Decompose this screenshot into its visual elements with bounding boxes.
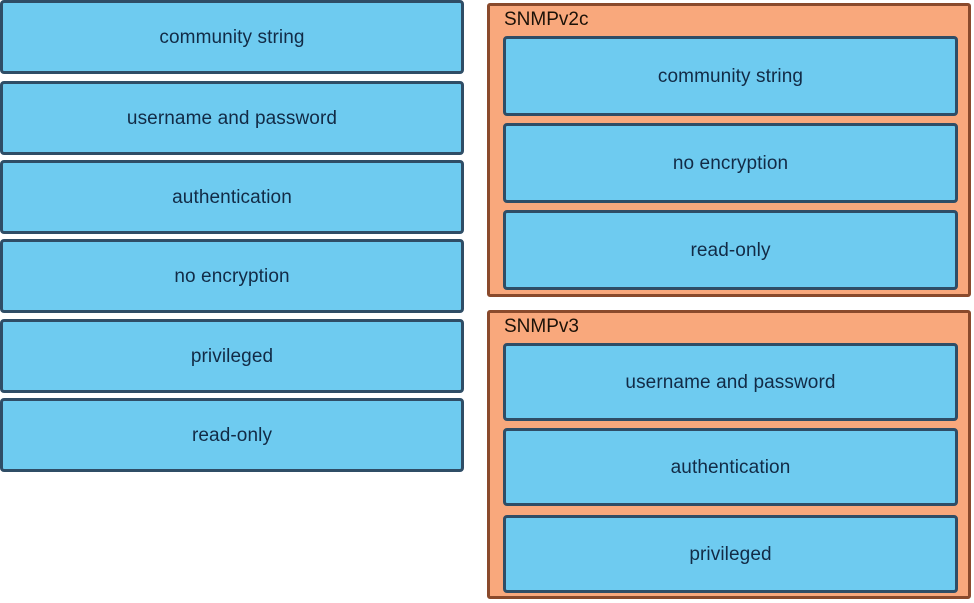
drop-group-title: SNMPv2c [504,9,589,30]
group-tile-no-encryption[interactable]: no encryption [503,123,958,203]
drop-group-snmpv2c[interactable]: SNMPv2c community string no encryption r… [487,3,971,297]
group-tile-read-only[interactable]: read-only [503,210,958,290]
group-tile-label: privileged [689,543,772,565]
pool-tile-username-and-password[interactable]: username and password [0,81,464,155]
group-tile-username-and-password[interactable]: username and password [503,343,958,421]
pool-tile-no-encryption[interactable]: no encryption [0,239,464,313]
group-tile-authentication[interactable]: authentication [503,428,958,506]
pool-tile-authentication[interactable]: authentication [0,160,464,234]
pool-tile-community-string[interactable]: community string [0,0,464,74]
pool-tile-label: no encryption [174,265,290,287]
group-tile-community-string[interactable]: community string [503,36,958,116]
group-tile-privileged[interactable]: privileged [503,515,958,593]
group-tile-label: read-only [690,239,771,261]
drop-group-title: SNMPv3 [504,316,579,337]
pool-tile-privileged[interactable]: privileged [0,319,464,393]
pool-tile-label: read-only [191,424,273,446]
pool-tile-label: authentication [172,186,292,208]
pool-tile-label: username and password [126,107,338,129]
group-tile-label: community string [657,65,804,87]
group-tile-label: authentication [670,456,791,478]
group-tile-label: no encryption [672,152,789,174]
pool-tile-read-only[interactable]: read-only [0,398,464,472]
pool-tile-label: community string [159,26,305,48]
pool-tile-label: privileged [190,345,274,367]
drop-group-snmpv3[interactable]: SNMPv3 username and password authenticat… [487,310,971,599]
group-tile-label: username and password [625,371,836,393]
